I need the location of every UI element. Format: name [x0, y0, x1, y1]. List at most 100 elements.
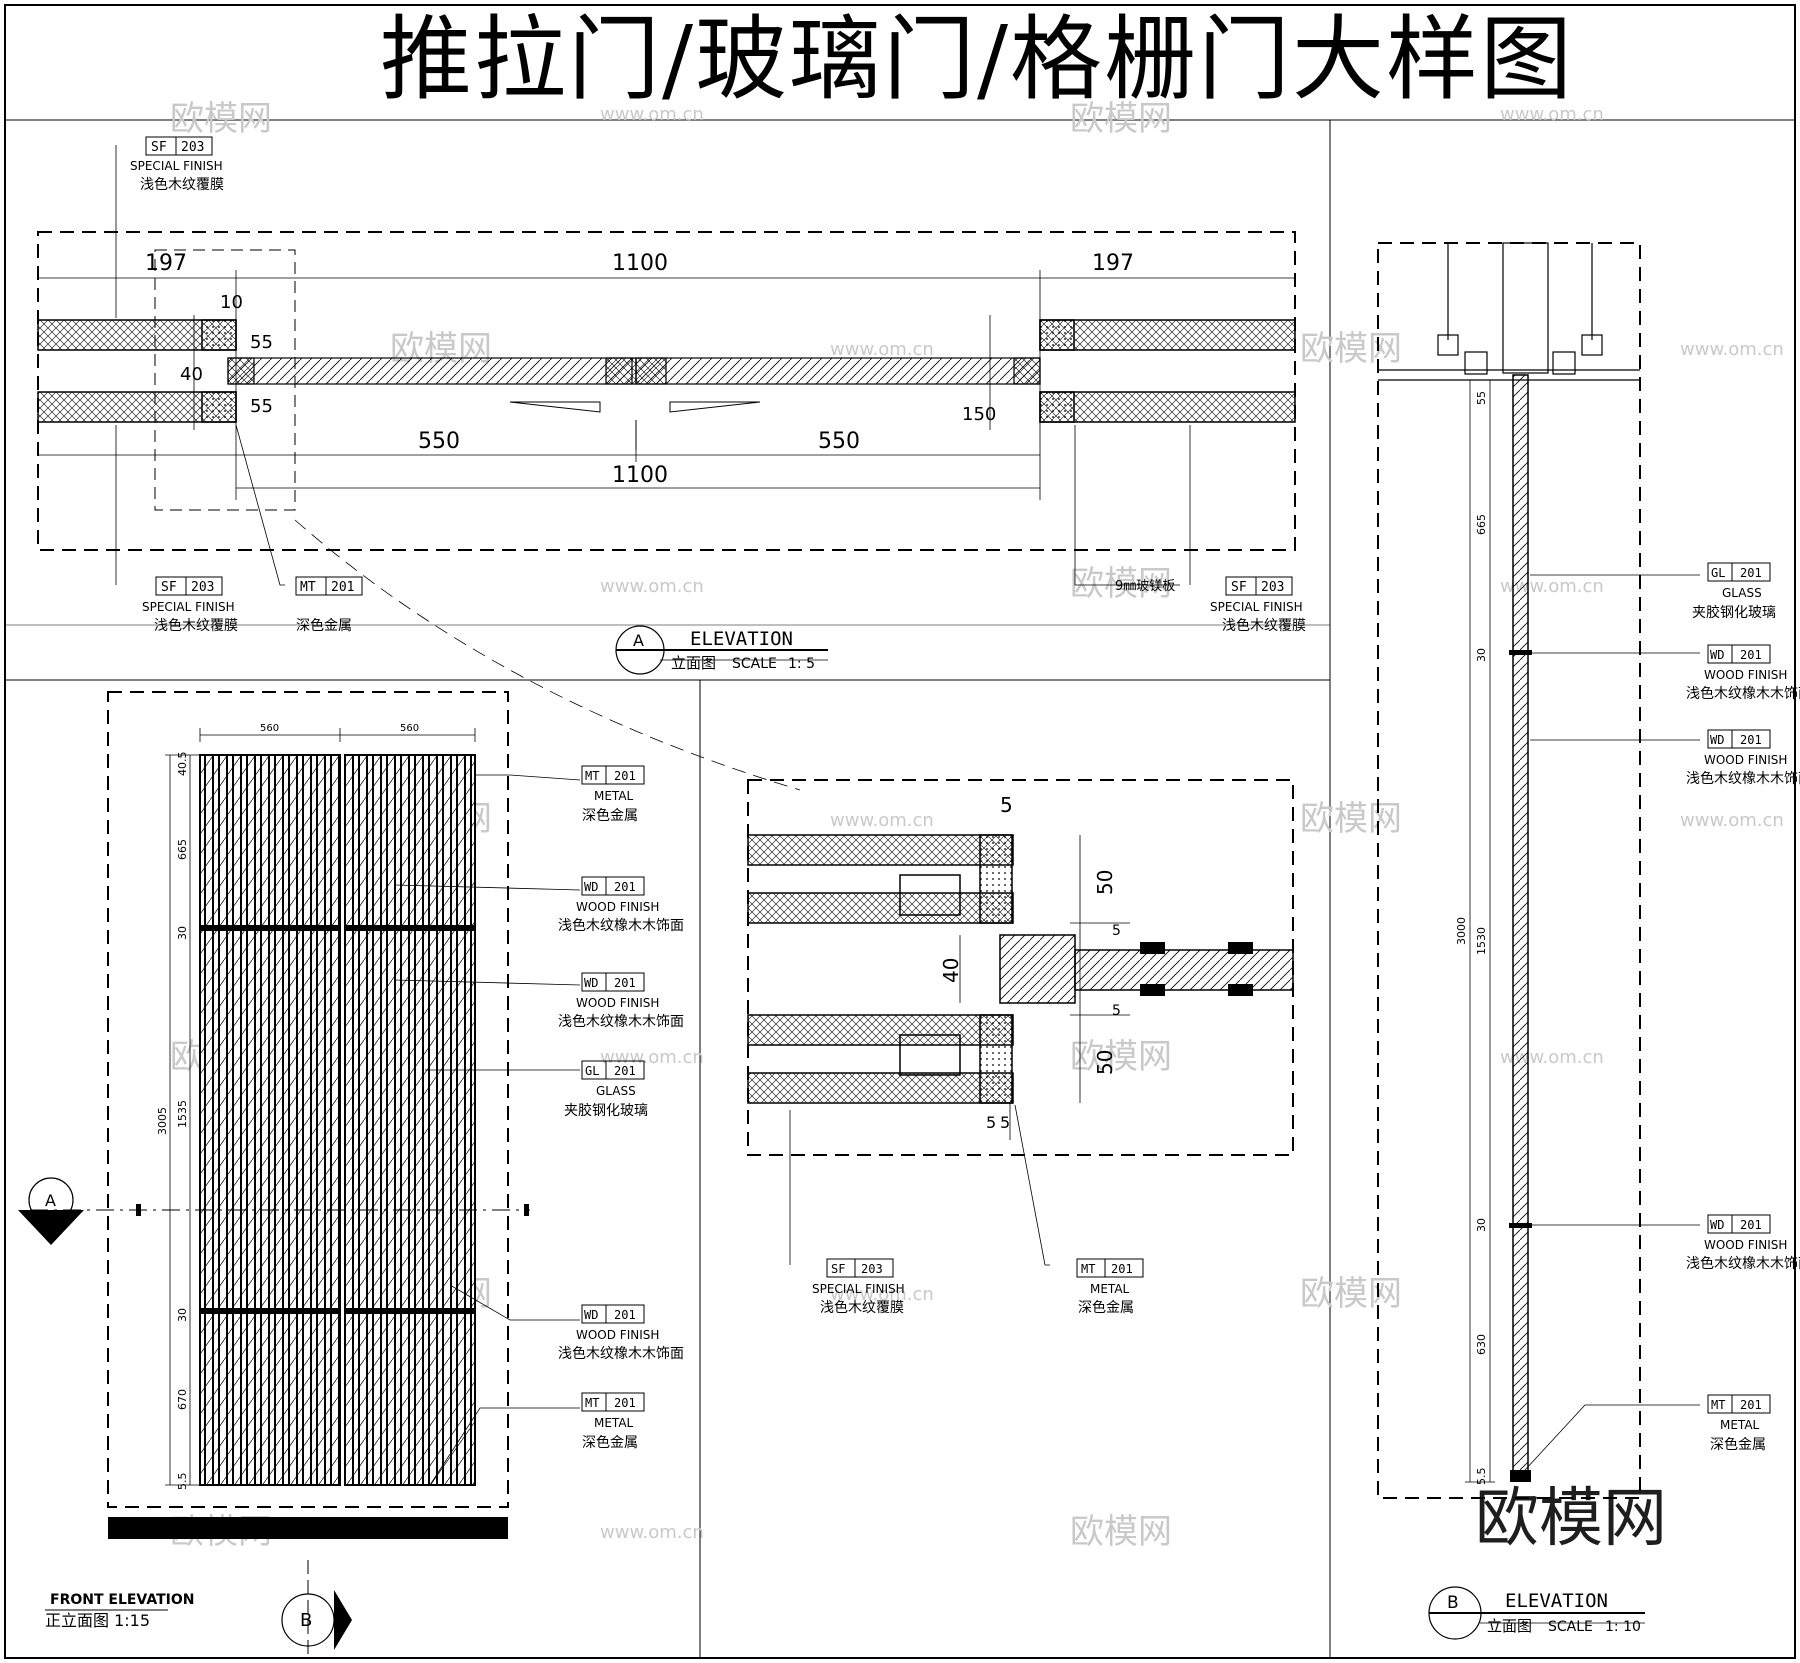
svg-text:203: 203	[1261, 580, 1284, 595]
svg-text:浅色木纹橡木木饰面: 浅色木纹橡木木饰面	[1686, 770, 1800, 787]
detail-dim: 5	[1000, 1113, 1010, 1132]
svg-text:SPECIAL FINISH: SPECIAL FINISH	[130, 159, 223, 173]
side-dim: 665	[1475, 514, 1488, 535]
plan-dim: 550	[818, 429, 860, 454]
watermark-url: www.om.cn	[600, 1047, 704, 1068]
watermark-url: www.om.cn	[830, 339, 934, 360]
section-marker-a: A	[18, 1177, 84, 1245]
svg-text:201: 201	[614, 769, 636, 783]
svg-text:夹胶钢化玻璃: 夹胶钢化玻璃	[564, 1102, 648, 1119]
watermark-brand: 欧模网	[1300, 1274, 1402, 1314]
callout-front-metal-top: MT 201 METAL 深色金属	[581, 765, 645, 824]
svg-text:METAL: METAL	[594, 789, 634, 803]
svg-text:MT: MT	[585, 769, 599, 783]
front-door-leaf-left	[199, 754, 341, 1486]
svg-text:WD: WD	[1710, 648, 1724, 662]
watermark-url: www.om.cn	[830, 810, 934, 831]
svg-text:浅色木纹覆膜: 浅色木纹覆膜	[154, 617, 238, 634]
enlarged-detail-view: 5 50 40 50 5 5 5 5	[747, 779, 1294, 1266]
front-dim-width: 560	[400, 723, 419, 734]
plan-dim: 55	[250, 396, 273, 417]
svg-text:GLASS: GLASS	[596, 1084, 636, 1098]
callout-side-glass: GL 201 GLASS 夹胶钢化玻璃	[1692, 562, 1776, 621]
caption-front-cn: 正立面图 1:15	[45, 1611, 150, 1630]
front-elevation-view: 560 560 40.5 665 30 1535 30 670 5.5 3005	[30, 691, 581, 1539]
front-dim-height: 665	[176, 839, 189, 860]
svg-text:WD: WD	[584, 1308, 598, 1322]
detail-dim: 5	[1112, 1003, 1121, 1019]
callout-front-glass: GL 201 GLASS 夹胶钢化玻璃	[564, 1060, 648, 1119]
svg-text:深色金属: 深色金属	[582, 807, 638, 824]
svg-text:B: B	[300, 1610, 312, 1631]
svg-text:浅色木纹橡木木饰面: 浅色木纹橡木木饰面	[1686, 685, 1800, 702]
svg-text:201: 201	[1111, 1262, 1133, 1276]
watermark-brand: 欧模网	[1070, 1512, 1172, 1552]
front-dim-height: 5.5	[176, 1473, 189, 1491]
svg-text:WOOD FINISH: WOOD FINISH	[1704, 1238, 1787, 1252]
caption-front: FRONT ELEVATION 正立面图 1:15	[45, 1592, 194, 1630]
plan-leader-lines	[115, 145, 1191, 791]
front-floor-slab	[108, 1517, 508, 1539]
svg-text:201: 201	[614, 880, 636, 894]
svg-text:203: 203	[191, 580, 214, 595]
callout-front-wood-2: WD 201 WOOD FINISH 浅色木纹橡木木饰面	[558, 972, 684, 1030]
svg-text:浅色木纹橡木木饰面: 浅色木纹橡木木饰面	[558, 1345, 684, 1362]
plan-dim: 1100	[612, 251, 668, 276]
watermark-url: www.om.cn	[600, 104, 704, 125]
watermark-url: www.om.cn	[1680, 810, 1784, 831]
plan-dim: 150	[962, 404, 996, 425]
caption-side: B ELEVATION 立面图 SCALE 1: 10	[1428, 1586, 1645, 1640]
caption-plan-cn: 立面图	[671, 654, 716, 672]
plan-dim: 55	[250, 332, 273, 353]
front-dim-height: 40.5	[176, 752, 189, 777]
callout-plan-top-left: SF 203 SPECIAL FINISH 浅色木纹覆膜	[130, 136, 224, 193]
callout-plan-bottom-metal: MT 201 深色金属	[295, 576, 363, 634]
plan-left-wall	[37, 319, 237, 423]
callout-detail-left: SF 203 SPECIAL FINISH 浅色木纹覆膜	[812, 1258, 905, 1316]
section-marker-b: B	[281, 1560, 352, 1655]
caption-plan-title: ELEVATION	[690, 628, 793, 650]
callout-front-wood-1: WD 201 WOOD FINISH 浅色木纹橡木木饰面	[558, 876, 684, 934]
callout-plan-bottom-left: SF 203 SPECIAL FINISH 浅色木纹覆膜	[142, 576, 238, 634]
svg-text:深色金属: 深色金属	[1078, 1299, 1134, 1316]
svg-text:MT: MT	[300, 580, 316, 595]
watermark-url: www.om.cn	[600, 1522, 704, 1543]
svg-text:SF: SF	[1231, 580, 1247, 595]
svg-text:201: 201	[614, 1396, 636, 1410]
detail-dim: 5	[986, 1113, 996, 1132]
watermark-brand: 欧模网	[1070, 1037, 1172, 1077]
watermark-url: www.om.cn	[600, 576, 704, 597]
plan-view: 197 1100 197 10 55 40 55 150 550 550 110…	[37, 145, 1296, 791]
watermark-brand: 欧模网	[1300, 329, 1402, 369]
detail-dim: 50	[1093, 1050, 1117, 1075]
plan-right-wall	[1039, 319, 1296, 423]
svg-text:201: 201	[331, 580, 354, 595]
svg-text:深色金属: 深色金属	[582, 1434, 638, 1451]
side-dim: 3000	[1455, 917, 1468, 945]
plan-dim: 550	[418, 429, 460, 454]
svg-text:MT: MT	[1081, 1262, 1095, 1276]
svg-text:WOOD FINISH: WOOD FINISH	[576, 900, 659, 914]
svg-text:深色金属: 深色金属	[1710, 1436, 1766, 1453]
caption-side-cn: 立面图	[1487, 1617, 1532, 1635]
svg-text:SF: SF	[161, 580, 177, 595]
callout-side-wood-1: WD 201 WOOD FINISH 浅色木纹橡木木饰面	[1686, 644, 1800, 702]
svg-text:WD: WD	[1710, 733, 1724, 747]
svg-text:201: 201	[614, 1064, 636, 1078]
caption-side-title: ELEVATION	[1505, 1590, 1608, 1612]
front-dim-width: 560	[260, 723, 279, 734]
side-door-section	[1512, 374, 1529, 1476]
front-dim-height: 670	[176, 1389, 189, 1410]
caption-plan-symbol: A	[633, 631, 644, 650]
callout-front-metal-bottom: MT 201 METAL 深色金属	[581, 1392, 645, 1451]
callout-plan-bottom-right: SF 203 SPECIAL FINISH 浅色木纹覆膜	[1210, 576, 1306, 634]
front-door-leaf-right	[344, 754, 476, 1486]
svg-text:203: 203	[861, 1262, 883, 1276]
svg-text:METAL: METAL	[1720, 1418, 1760, 1432]
svg-text:MT: MT	[1711, 1398, 1725, 1412]
watermark-url: www.om.cn	[1680, 339, 1784, 360]
callout-side-metal: MT 201 METAL 深色金属	[1707, 1394, 1771, 1453]
watermark-brand: 欧模网	[1300, 799, 1402, 839]
callout-side-wood-2: WD 201 WOOD FINISH 浅色木纹橡木木饰面	[1686, 729, 1800, 787]
caption-side-scale-label: SCALE	[1548, 1619, 1593, 1635]
